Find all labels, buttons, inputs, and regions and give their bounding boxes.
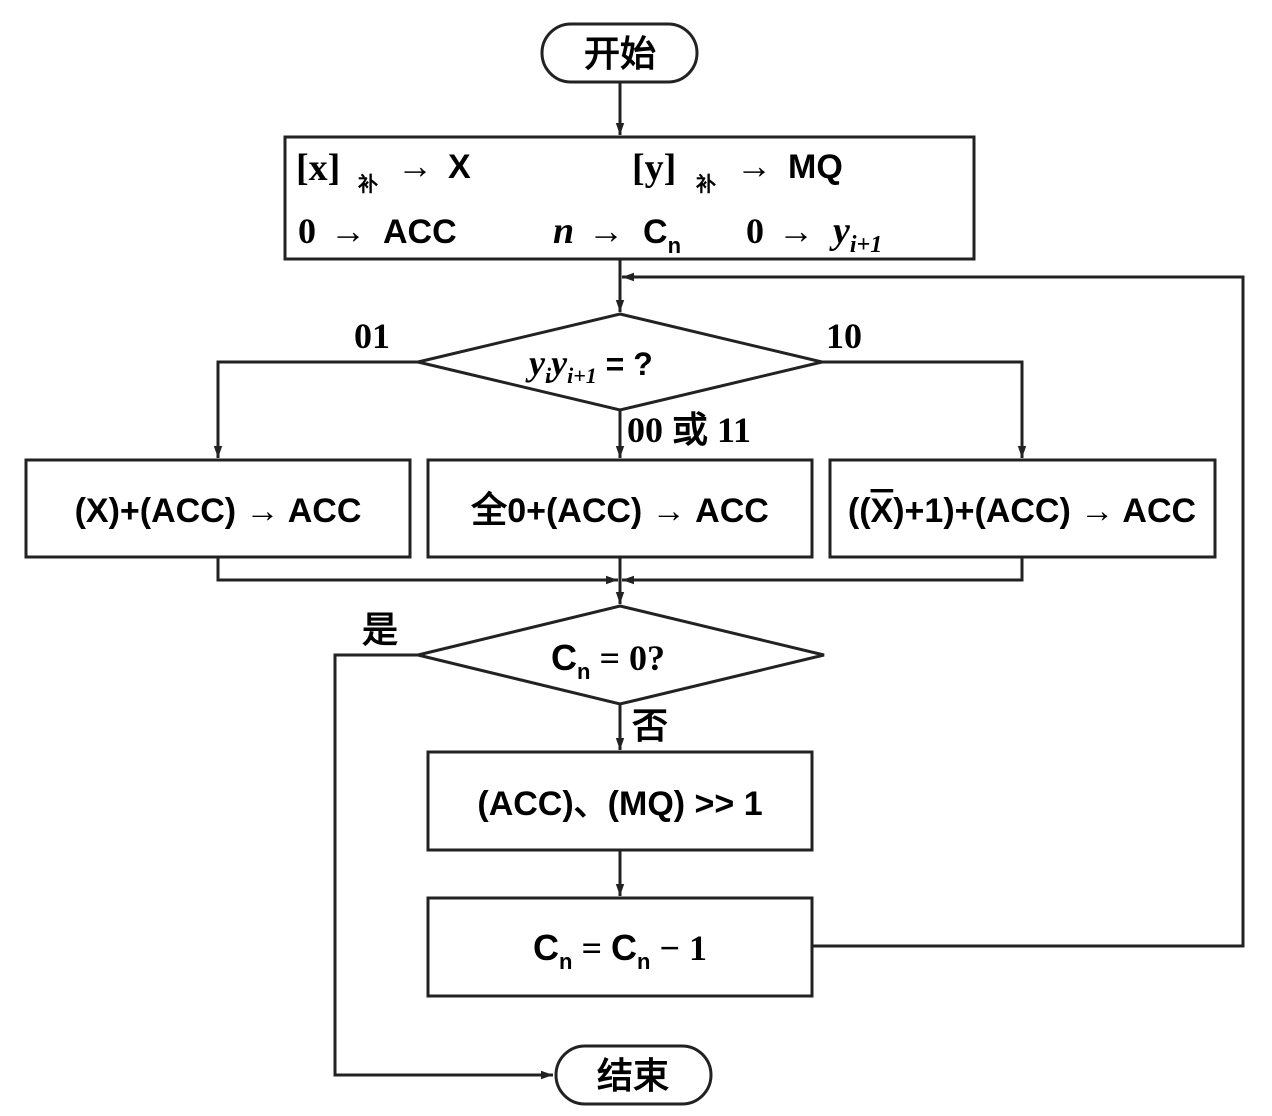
init-y-register: [y]: [632, 147, 676, 189]
init-acc-arrow: →: [330, 211, 366, 251]
edge-cn-yes-to-end: [333, 653, 553, 1080]
decision-yi: yiyi+1 = ?: [417, 312, 823, 412]
init-x-bu: 补: [357, 172, 378, 196]
decision-cn: Cn = 0?: [417, 604, 825, 706]
init-n: n: [553, 210, 574, 252]
shift-label: (ACC)、(MQ) >> 1: [477, 785, 762, 823]
init-cn-arrow: →: [588, 211, 624, 251]
decrement-box: Cn = Cn − 1: [426, 896, 814, 998]
init-acc-zero: 0: [298, 211, 316, 251]
edge-right-merge: [622, 557, 1024, 585]
label-yes: 是: [362, 610, 398, 651]
start-node: 开始: [540, 22, 699, 84]
decision-cn-label: Cn = 0?: [551, 637, 665, 684]
end-node: 结束: [554, 1044, 713, 1106]
edge-decision-left: [213, 360, 418, 458]
decision-yi-label: yiyi+1 = ?: [525, 343, 653, 388]
init-y-zero: 0: [746, 211, 764, 251]
init-x-arrow: →: [397, 146, 433, 186]
edge-decision-right: [822, 360, 1027, 458]
decrement-label: Cn = Cn − 1: [533, 927, 707, 974]
end-label: 结束: [597, 1056, 669, 1097]
init-cn-target: Cn: [643, 213, 681, 258]
init-y-bu: 补: [695, 172, 716, 196]
start-label: 开始: [584, 34, 656, 75]
branch-add-label: (X)+(ACC) → ACC: [75, 492, 362, 530]
init-y-arrow-2: →: [778, 211, 814, 251]
label-middle-branch: 00 或 11: [627, 410, 751, 450]
branch-add-box: (X)+(ACC) → ACC: [24, 458, 412, 559]
init-x-register: [x]: [296, 147, 340, 189]
branch-zero-box: 全0+(ACC) → ACC: [426, 458, 814, 559]
shift-box: (ACC)、(MQ) >> 1: [426, 750, 814, 852]
connectors: [213, 82, 1245, 1080]
edge-left-merge: [216, 557, 618, 585]
branch-sub-box: ((X)+1)+(ACC) → ACC: [828, 458, 1217, 559]
init-x-target: X: [448, 148, 471, 186]
label-right-branch: 10: [826, 316, 862, 356]
init-box: [x] 补 → X [y] 补 → MQ 0 → ACC n → Cn 0 → …: [283, 135, 976, 261]
branch-sub-label: ((X)+1)+(ACC) → ACC: [848, 492, 1196, 530]
label-no: 否: [632, 706, 668, 747]
init-y-arrow: →: [736, 146, 772, 186]
init-y-next: yi+1: [829, 210, 882, 258]
branch-zero-label: 全0+(ACC) → ACC: [470, 489, 769, 531]
label-left-branch: 01: [354, 316, 390, 356]
init-acc-target: ACC: [383, 213, 457, 251]
edge-loop-back: [622, 272, 1245, 948]
init-mq-target: MQ: [788, 148, 843, 186]
